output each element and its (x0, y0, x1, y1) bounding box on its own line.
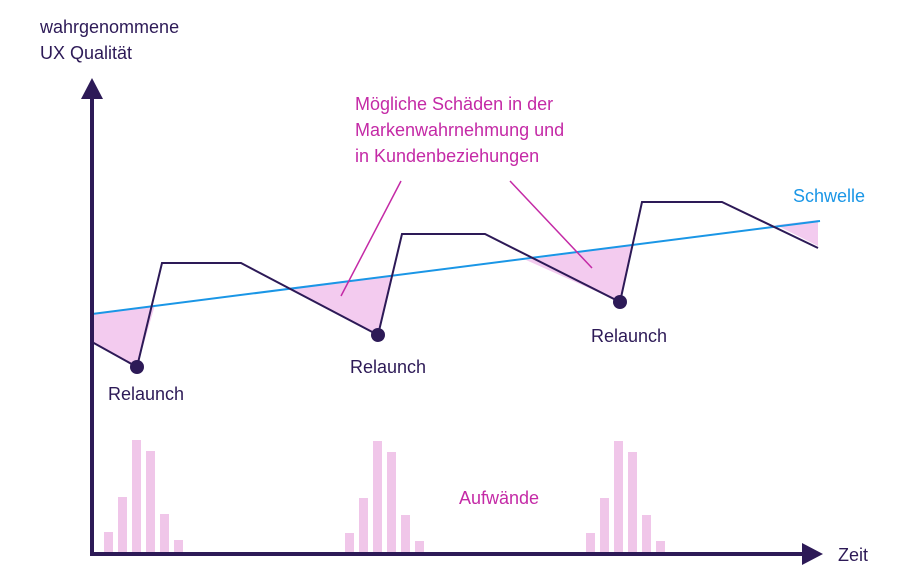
threshold-label: Schwelle (793, 186, 865, 206)
effort-bar (415, 541, 424, 552)
effort-bar (628, 452, 637, 552)
effort-bar (146, 451, 155, 552)
effort-bars (104, 440, 665, 552)
x-axis-arrow (802, 543, 823, 565)
effort-bar (600, 498, 609, 552)
damage-annotation-line-3: in Kundenbeziehungen (355, 146, 539, 166)
effort-label: Aufwände (459, 488, 539, 508)
relaunch-label-2: Relaunch (350, 357, 426, 377)
effort-bar (174, 540, 183, 552)
damage-annotation-line-1: Mögliche Schäden in der (355, 94, 553, 114)
effort-bar (586, 533, 595, 552)
threshold-line (91, 220, 821, 315)
damage-area-2 (287, 275, 392, 335)
relaunch-point-3 (613, 295, 627, 309)
x-axis-label: Zeit (838, 545, 868, 565)
effort-bar (104, 532, 113, 552)
annotation-pointer-left (340, 180, 402, 297)
damage-area-3 (526, 245, 632, 302)
y-axis-arrow (81, 78, 103, 99)
damage-area-1 (92, 305, 155, 367)
effort-bar (373, 441, 382, 552)
effort-bar (656, 541, 665, 552)
effort-bar (359, 498, 368, 552)
relaunch-label-3: Relaunch (591, 326, 667, 346)
effort-bar (132, 440, 141, 552)
effort-bar (614, 441, 623, 552)
annotation-pointer-right (509, 180, 593, 269)
effort-bar (345, 533, 354, 552)
relaunch-label-1: Relaunch (108, 384, 184, 404)
effort-bar (387, 452, 396, 552)
effort-bar (642, 515, 651, 552)
effort-bar (401, 515, 410, 552)
y-axis-label-line-1: wahrgenommene (39, 17, 179, 37)
damage-annotation-line-2: Markenwahrnehmung und (355, 120, 564, 140)
relaunch-point-2 (371, 328, 385, 342)
damage-areas (92, 220, 818, 367)
effort-bar (160, 514, 169, 552)
damage-area-4 (776, 220, 818, 246)
y-axis-label-line-2: UX Qualität (40, 43, 132, 63)
quality-line (91, 201, 819, 369)
relaunch-point-1 (130, 360, 144, 374)
effort-bar (118, 497, 127, 552)
